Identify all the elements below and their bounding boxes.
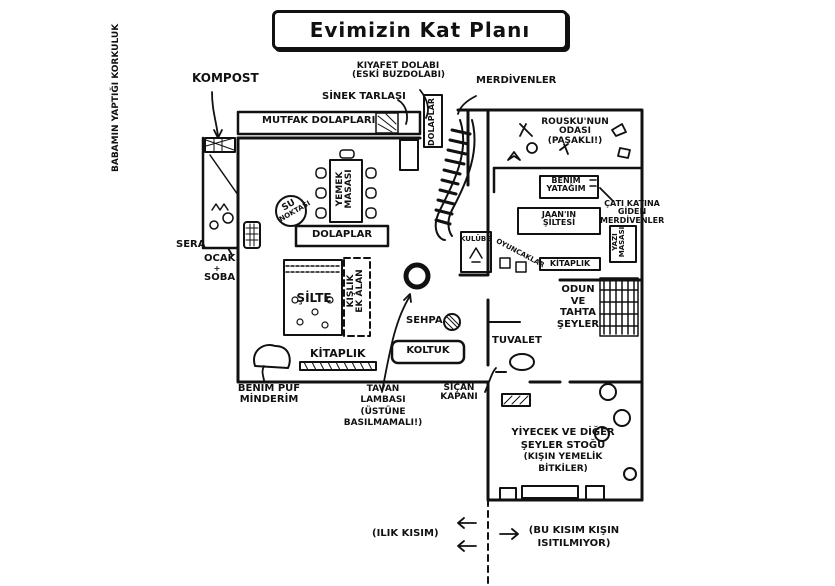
label-eski-buzdolabi: (ESKİ BUZDOLABI)	[352, 70, 446, 81]
cabinets-box	[294, 224, 390, 248]
label-merdivenler: MERDİVENLER	[476, 75, 557, 86]
hut	[460, 231, 492, 273]
label-bu-kisim-2: ISITILMIYOR)	[537, 538, 611, 549]
label-stok-3: (KIŞIN YEMELİK	[523, 452, 603, 462]
desk	[609, 225, 637, 263]
label-cati-3: MERDİVENLER	[600, 215, 665, 225]
label-yemek-masasi: YEMEK MASASI	[335, 166, 355, 212]
coffee-table	[443, 313, 461, 331]
label-kitaplik-main: KİTAPLIK	[310, 347, 366, 360]
label-rousku-2: ODASI	[559, 126, 591, 137]
label-babamin-korkuluk-text: BABAMIN YAPTIĞI KORKULUK	[111, 23, 121, 172]
label-stok-2: ŞEYLER STOĞU	[520, 440, 606, 451]
label-dolaplar-vertical: DOLAPLAR	[427, 97, 436, 146]
label-yazi-2: MASASI	[618, 226, 627, 258]
label-rousku-1: ROUSKU'NUN	[541, 117, 609, 127]
label-tavan-3: (ÜSTÜNE	[360, 406, 406, 417]
label-stok-1: YİYECEK VE DİĞER	[511, 427, 615, 438]
label-ilik-kisim: (ILIK KISIM)	[372, 528, 439, 539]
label-babamin-korkuluk: BABAMIN YAPTIĞI KORKULUK	[111, 22, 121, 172]
bookshelf-main	[299, 361, 377, 371]
label-ek-alan: EK ALAN	[355, 269, 366, 313]
label-benim-yatagim: BENİM YATAĞIM	[544, 176, 588, 194]
dining-table	[315, 149, 377, 223]
label-odun-4: ŞEYLER	[556, 318, 600, 330]
water-point	[275, 195, 307, 227]
bookshelf-right	[539, 257, 601, 271]
label-masasi: MASASI	[344, 169, 355, 209]
my-bed	[539, 175, 599, 199]
label-puf-2: MİNDERİM	[239, 393, 299, 405]
pouf-cushion	[253, 344, 291, 369]
label-sican-2: KAPANI	[440, 392, 478, 403]
label-cati-katina: ÇATI KATINA GİDEN MERDİVENLER	[600, 199, 665, 225]
jaan-mattress	[517, 207, 601, 235]
page-title: Evimizin Kat Planı	[309, 18, 531, 42]
label-kitaplik-right: KİTAPLIK	[549, 259, 591, 268]
label-puf: BENİM PUF MİNDERİM	[234, 383, 304, 405]
stairs	[434, 119, 476, 241]
label-jaan-1: JAAN'IN	[541, 210, 577, 219]
label-cati-2: GİDEN	[617, 207, 647, 217]
label-ocak: OCAK	[204, 253, 236, 264]
label-tuvalet: TUVALET	[492, 335, 542, 346]
label-silte: ŞİLTE	[296, 291, 332, 305]
label-yatagim-1: BENİM	[551, 176, 581, 185]
label-koltuk: KOLTUK	[406, 345, 450, 356]
winter-extra-area	[343, 257, 371, 337]
rousku-items	[507, 123, 631, 161]
label-bu-kisim-1: (BU KISIM KIŞIN	[528, 525, 620, 536]
label-isitilmiyor: (BU KISIM KIŞIN ISITILMIYOR)	[520, 524, 628, 550]
label-rousku: ROUSKU'NUN ODASI (PASAKLI!)	[540, 117, 610, 146]
vertical-cabinets	[423, 94, 443, 148]
sofa	[390, 339, 466, 365]
label-stok: YİYECEK VE DİĞER ŞEYLER STOĞU (KIŞIN YEM…	[508, 426, 618, 475]
label-tavan-lambasi: TAVAN LAMBASI (ÜSTÜNE BASILMAMALI!)	[340, 384, 426, 429]
storage	[499, 383, 637, 501]
label-sehpa: SEHPA	[406, 315, 443, 326]
label-sican-1: SIÇAN	[443, 383, 475, 393]
label-sican-kapani: SIÇAN KAPANI	[434, 383, 484, 403]
label-yazi-masasi: YAZI MASASI	[611, 226, 627, 258]
label-kulube: KULÜBE	[460, 235, 491, 243]
label-puf-1: BENİM PUF	[237, 383, 301, 394]
label-jaan-2: ŞİLTESİ	[542, 218, 576, 228]
label-ocak-soba: OCAK + SOBA	[204, 253, 236, 283]
label-kiyafet-dolabi: KIYAFET DOLABI	[356, 61, 440, 71]
label-plus: +	[213, 263, 221, 273]
label-kislik-ek-alan: KIŞLIK EK ALAN	[346, 258, 366, 324]
label-dolaplar: DOLAPLAR	[311, 229, 373, 240]
label-mutfak-dolaplari: MUTFAK DOLAPLARI	[262, 115, 376, 126]
title-box: Evimizin Kat Planı	[272, 10, 568, 50]
wood-stack	[599, 277, 639, 337]
label-tavan-1: TAVAN	[366, 384, 400, 394]
label-sera: SERA	[176, 239, 206, 250]
label-tavan-2: LAMBASI	[360, 395, 406, 406]
label-odun-3: TAHTA	[560, 307, 596, 318]
label-rousku-3: (PASAKLI!)	[547, 135, 603, 146]
toilet	[509, 353, 535, 371]
ceiling-lamp	[403, 262, 431, 290]
clothes-cabinet	[399, 139, 419, 171]
label-stok-4: BİTKİLER)	[538, 463, 588, 474]
kitchen-cabinets	[236, 110, 422, 136]
label-sinek-tarlasi: SİNEK TARLASI	[322, 91, 406, 102]
label-odun-2: VE	[570, 295, 586, 307]
greenhouse	[201, 136, 261, 250]
label-yatagim-2: YATAĞIM	[546, 184, 586, 194]
label-cati-1: ÇATI KATINA	[604, 199, 660, 208]
label-jaan: JAAN'IN ŞİLTESİ	[536, 210, 582, 228]
label-kiyafet: KIYAFET DOLABI (ESKİ BUZDOLABI)	[352, 61, 446, 81]
label-tavan-4: BASILMAMALI!)	[343, 417, 423, 428]
label-kompost: KOMPOST	[192, 71, 259, 85]
leader-arrows	[211, 89, 613, 393]
label-soba: SOBA	[204, 271, 236, 283]
label-odun: ODUN VE TAHTA ŞEYLER	[556, 284, 600, 330]
label-odun-1: ODUN	[561, 284, 595, 295]
mattress	[283, 259, 343, 336]
